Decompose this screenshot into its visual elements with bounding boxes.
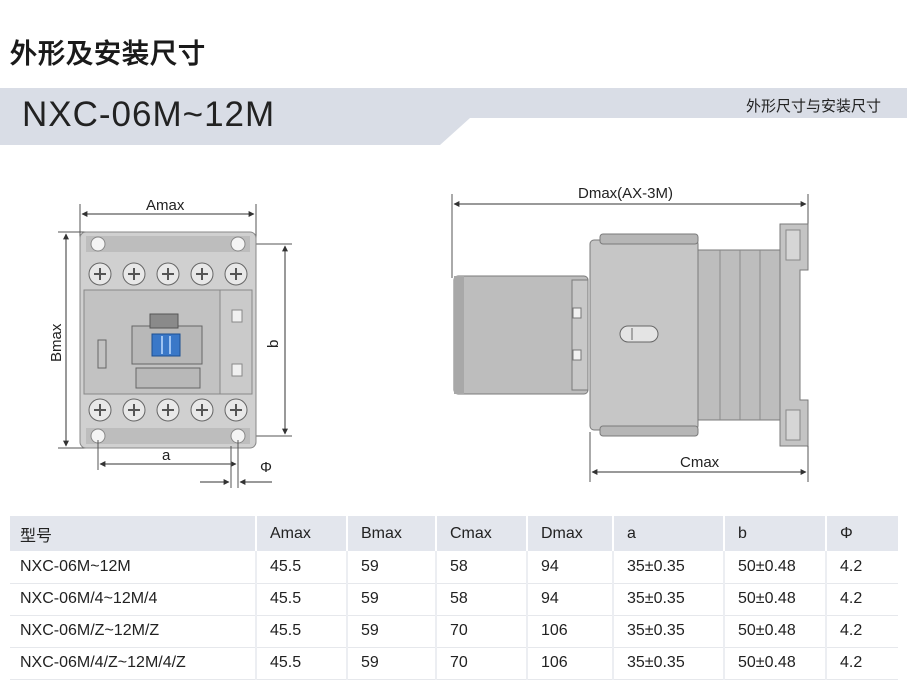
cell-amax: 45.5 xyxy=(256,647,348,680)
header-amax: Amax xyxy=(256,516,348,551)
cell-bmax: 59 xyxy=(347,583,437,616)
cell-phi: 4.2 xyxy=(826,551,898,584)
header-phi: Φ xyxy=(826,516,898,551)
cell-cmax: 58 xyxy=(436,583,528,616)
page-title: 外形及安装尺寸 xyxy=(10,39,206,70)
banner-subtitle: 外形尺寸与安装尺寸 xyxy=(745,97,881,115)
cell-phi: 4.2 xyxy=(826,647,898,680)
banner-background xyxy=(0,88,907,145)
dmax-label: Dmax(AX-3M) xyxy=(578,185,673,202)
cell-b: 50±0.48 xyxy=(724,551,827,584)
table-row: NXC-06M/Z~12M/Z 45.5 59 70 106 35±0.35 5… xyxy=(10,615,898,648)
amax-label: Amax xyxy=(146,197,185,214)
cell-dmax: 94 xyxy=(527,551,614,584)
table-row: NXC-06M/4~12M/4 45.5 59 58 94 35±0.35 50… xyxy=(10,583,898,616)
cell-cmax: 70 xyxy=(436,647,528,680)
cell-cmax: 58 xyxy=(436,551,528,584)
cell-model: NXC-06M~12M xyxy=(10,551,257,584)
table-row: NXC-06M~12M 45.5 59 58 94 35±0.35 50±0.4… xyxy=(10,551,898,584)
cell-bmax: 59 xyxy=(347,551,437,584)
b-label: b xyxy=(265,340,282,348)
header-b: b xyxy=(724,516,827,551)
table-row: NXC-06M/4/Z~12M/4/Z 45.5 59 70 106 35±0.… xyxy=(10,647,898,680)
cell-a: 35±0.35 xyxy=(613,583,725,616)
cell-model: NXC-06M/4/Z~12M/4/Z xyxy=(10,647,257,680)
cmax-label: Cmax xyxy=(680,454,720,471)
spec-table: 型号 Amax Bmax Cmax Dmax a b Φ NXC-06M~12M… xyxy=(10,516,898,680)
header-dmax: Dmax xyxy=(527,516,614,551)
cell-model: NXC-06M/4~12M/4 xyxy=(10,583,257,616)
cell-a: 35±0.35 xyxy=(613,647,725,680)
cell-a: 35±0.35 xyxy=(613,615,725,648)
header-bmax: Bmax xyxy=(347,516,437,551)
cell-phi: 4.2 xyxy=(826,583,898,616)
cell-dmax: 106 xyxy=(527,647,614,680)
cell-a: 35±0.35 xyxy=(613,551,725,584)
dimension-drawing: Amax Bmax b xyxy=(48,185,809,488)
model-banner xyxy=(0,88,907,145)
cell-cmax: 70 xyxy=(436,615,528,648)
front-view: Amax Bmax b xyxy=(48,197,292,488)
top-terminal-screws xyxy=(88,262,248,286)
cell-b: 50±0.48 xyxy=(724,647,827,680)
model-name: NXC-06M~12M xyxy=(22,95,276,134)
bottom-terminal-screws xyxy=(88,398,248,422)
a-label: a xyxy=(162,447,171,464)
cell-amax: 45.5 xyxy=(256,583,348,616)
cell-dmax: 94 xyxy=(527,583,614,616)
cell-b: 50±0.48 xyxy=(724,615,827,648)
cell-model: NXC-06M/Z~12M/Z xyxy=(10,615,257,648)
header-a: a xyxy=(613,516,725,551)
header-cmax: Cmax xyxy=(436,516,528,551)
table-header-row: 型号 Amax Bmax Cmax Dmax a b Φ xyxy=(10,516,898,551)
cell-amax: 45.5 xyxy=(256,615,348,648)
cell-b: 50±0.48 xyxy=(724,583,827,616)
side-view: Dmax(AX-3M) Cmax xyxy=(451,185,809,482)
blue-test-button xyxy=(151,333,181,357)
cell-phi: 4.2 xyxy=(826,615,898,648)
phi-label: Φ xyxy=(260,459,272,476)
cell-amax: 45.5 xyxy=(256,551,348,584)
cell-dmax: 106 xyxy=(527,615,614,648)
cell-bmax: 59 xyxy=(347,647,437,680)
header-model: 型号 xyxy=(10,516,257,551)
cell-bmax: 59 xyxy=(347,615,437,648)
bmax-label: Bmax xyxy=(48,323,65,362)
